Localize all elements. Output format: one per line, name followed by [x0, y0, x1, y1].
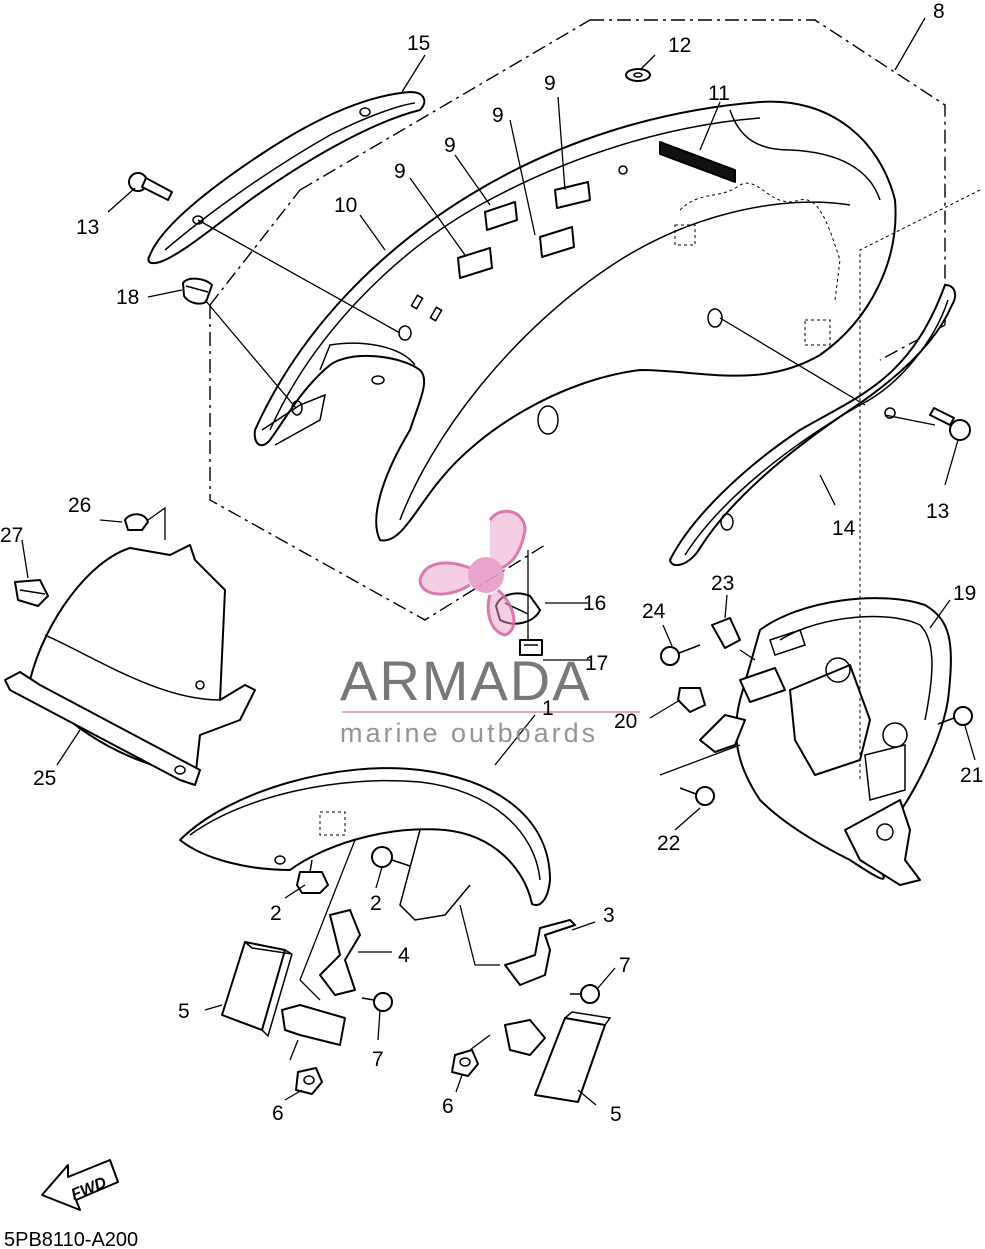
- callout-18: 18: [116, 286, 139, 309]
- callout-10: 10: [334, 194, 357, 217]
- reflector-bracket-left[interactable]: [281, 1004, 346, 1046]
- callout-24: 24: [642, 600, 666, 623]
- callout-7-right: 7: [619, 954, 631, 977]
- bracket-right[interactable]: [504, 919, 576, 986]
- screw-right-reflector[interactable]: [570, 984, 600, 1004]
- license-bracket[interactable]: [677, 687, 746, 753]
- screw-left-reflector[interactable]: [361, 992, 393, 1012]
- callout-19: 19: [953, 582, 976, 605]
- bolt-front-left[interactable]: [296, 859, 329, 894]
- callout-21: 21: [960, 764, 983, 787]
- reflector-right[interactable]: [534, 1011, 612, 1103]
- right-side-rail[interactable]: [669, 284, 957, 567]
- clamp[interactable]: [711, 617, 741, 649]
- callout-3: 3: [603, 904, 615, 927]
- callouts: 1 2 2 3 4 5 5 6 6 7 7 8 9 9 9 9 10 11 12…: [0, 0, 983, 1126]
- tail-light-housing[interactable]: [735, 597, 952, 886]
- nut-right[interactable]: [451, 1049, 479, 1077]
- left-side-rail[interactable]: [147, 91, 426, 265]
- callout-26: 26: [68, 494, 91, 517]
- leader-lines: [21, 17, 981, 1106]
- callout-8: 8: [933, 0, 945, 23]
- callout-5-left: 5: [178, 1000, 190, 1023]
- headlight-cover[interactable]: [4, 544, 256, 786]
- watermark-tagline: marine outboards: [340, 718, 598, 748]
- watermark: ARMADA marine outboards: [340, 509, 640, 748]
- callout-17: 17: [585, 652, 608, 675]
- bracket-left[interactable]: [319, 909, 361, 996]
- bolt-center[interactable]: [519, 639, 543, 656]
- rubber-damper[interactable]: [182, 277, 213, 305]
- callout-16: 16: [583, 592, 606, 615]
- callout-7-left: 7: [372, 1048, 384, 1071]
- callout-6-left: 6: [272, 1102, 284, 1125]
- callout-9c: 9: [444, 134, 456, 157]
- screw-tail-right[interactable]: [937, 706, 973, 726]
- watermark-brand: ARMADA: [340, 649, 592, 712]
- nut-left[interactable]: [295, 1067, 323, 1095]
- decal-labels[interactable]: [457, 181, 591, 279]
- callout-14: 14: [832, 517, 856, 540]
- callout-2-center: 2: [370, 892, 382, 915]
- front-fender[interactable]: [179, 767, 551, 921]
- callout-25: 25: [33, 767, 56, 790]
- reflector-bracket-right[interactable]: [504, 1019, 546, 1056]
- grommet[interactable]: [625, 68, 651, 82]
- rear-fender[interactable]: [253, 100, 897, 542]
- callout-13-left: 13: [76, 216, 99, 239]
- callout-9a: 9: [544, 72, 556, 95]
- emblem[interactable]: [659, 141, 736, 183]
- callout-4: 4: [398, 944, 410, 967]
- rear-fender-group-boundary: [209, 19, 946, 621]
- callout-9d: 9: [394, 160, 406, 183]
- callout-27: 27: [0, 524, 23, 547]
- callout-9b: 9: [492, 104, 504, 127]
- screw-right-rail[interactable]: [929, 407, 971, 441]
- diagram-code: 5PB8110-A200: [4, 1229, 138, 1249]
- callout-20: 20: [614, 710, 637, 733]
- callout-11: 11: [708, 82, 730, 105]
- forward-arrow-icon: FWD: [41, 1159, 119, 1211]
- mount-clip[interactable]: [14, 579, 49, 607]
- screw-tail-left[interactable]: [660, 644, 701, 666]
- callout-12: 12: [668, 34, 691, 57]
- callout-13-right: 13: [926, 500, 949, 523]
- callout-23: 23: [711, 572, 734, 595]
- reflector-left[interactable]: [221, 941, 293, 1038]
- callout-5-right: 5: [610, 1103, 622, 1126]
- bolt-front-center[interactable]: [371, 846, 411, 868]
- callout-6-right: 6: [442, 1095, 454, 1118]
- rivet[interactable]: [124, 513, 149, 531]
- callout-15: 15: [407, 32, 430, 55]
- propeller-logo-icon: [418, 509, 527, 637]
- callout-2-left: 2: [270, 902, 282, 925]
- callout-1: 1: [542, 697, 554, 720]
- screw-left-rail[interactable]: [128, 172, 173, 201]
- callout-22: 22: [657, 832, 680, 855]
- screw-tail-bottom[interactable]: [679, 786, 715, 806]
